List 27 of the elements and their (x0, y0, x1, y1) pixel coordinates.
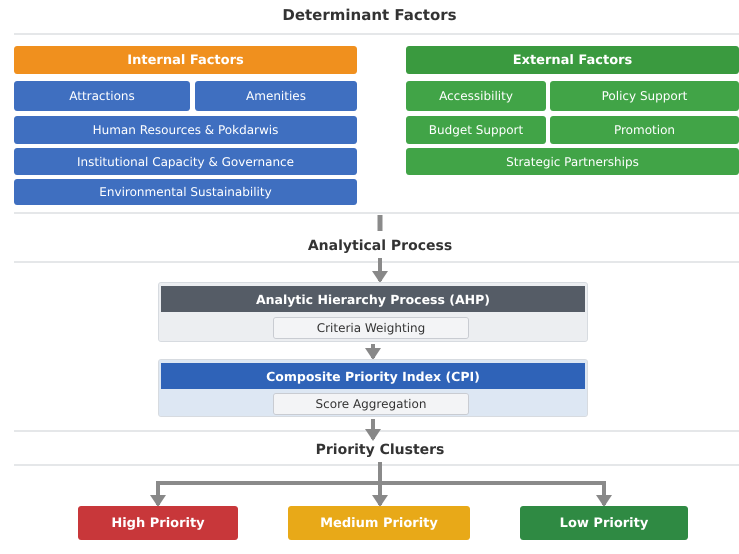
factor-box: Promotion (550, 116, 739, 144)
header-bar: High Priority (78, 506, 238, 540)
header-bar: External Factors (406, 46, 739, 74)
factor-box: Accessibility (406, 81, 546, 111)
factor-box: Institutional Capacity & Governance (14, 148, 357, 175)
header-bar: Internal Factors (14, 46, 357, 74)
factor-box: Environmental Sustainability (14, 179, 357, 205)
step-box: Score Aggregation (273, 393, 469, 415)
diagram-title: Determinant Factors (281, 6, 458, 24)
factor-box: Policy Support (550, 81, 739, 111)
step-box: Criteria Weighting (273, 317, 469, 339)
process-panel (158, 359, 588, 417)
section-heading: Priority Clusters (300, 440, 460, 460)
arrow (372, 258, 388, 283)
factor-box: Human Resources & Pokdarwis (14, 116, 357, 144)
panel-header: Analytic Hierarchy Process (AHP) (161, 286, 585, 312)
section-heading: Analytical Process (300, 236, 460, 256)
factor-box: Attractions (14, 81, 190, 111)
arrow (365, 419, 381, 441)
header-bar: Low Priority (520, 506, 688, 540)
panel-header: Composite Priority Index (CPI) (161, 363, 585, 389)
factor-box: Amenities (195, 81, 357, 111)
process-panel (158, 282, 588, 342)
header-bar: Medium Priority (288, 506, 470, 540)
factor-box: Strategic Partnerships (406, 148, 739, 175)
factor-box: Budget Support (406, 116, 546, 144)
arrow (365, 344, 381, 360)
